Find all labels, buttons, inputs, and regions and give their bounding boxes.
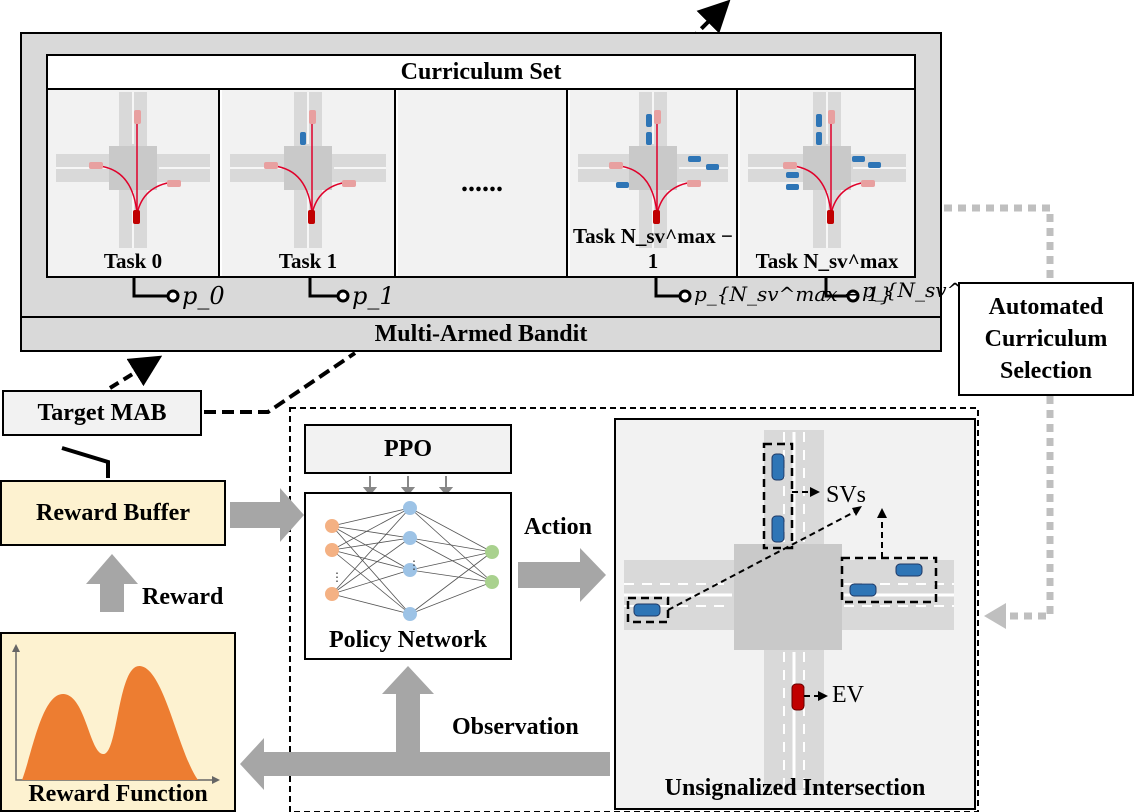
rl-loop-frame <box>289 407 979 812</box>
arrow-reward-up <box>86 554 138 612</box>
dotted-selection-top <box>944 204 1054 282</box>
dashed-connector-mab <box>204 351 357 414</box>
task-ellipsis: ...... <box>461 167 503 198</box>
nn-node <box>403 563 417 577</box>
probability-pn-minus-1: p_{N_sv^max − 1} <box>694 282 893 306</box>
selection-line-1: Automated <box>988 294 1104 320</box>
nn-node <box>403 607 417 621</box>
ppo-box[interactable]: PPO <box>304 424 512 474</box>
policy-network-label: Policy Network <box>329 627 487 653</box>
svg-text:⋮: ⋮ <box>408 558 420 572</box>
curriculum-set-title: Curriculum Set <box>48 56 914 90</box>
nn-node <box>485 545 499 559</box>
dotted-selection-bottom <box>1006 396 1054 620</box>
neural-network-graphic: ⋮ ⋮ <box>325 501 499 621</box>
intersection-graphic <box>624 430 954 790</box>
task-panel-n[interactable]: Task N_sv^max <box>740 90 914 276</box>
ev-label: EV <box>832 682 864 708</box>
selection-line-2: Curriculum <box>984 326 1108 352</box>
ppo-arrows <box>362 476 454 496</box>
task-ellipsis-panel: ...... <box>398 90 568 276</box>
task-label-n-minus-1: Task N_sv^max − 1 <box>573 224 733 273</box>
dashed-arrow-mab-up <box>108 355 163 390</box>
target-mab-box[interactable]: Target MAB <box>2 390 202 436</box>
intersection-panel[interactable]: SVs EV Unsignalized Intersection <box>614 418 976 810</box>
policy-network-box[interactable]: ⋮ ⋮ Policy Network <box>304 492 512 660</box>
action-label: Action <box>524 514 592 540</box>
mini-intersection-1 <box>230 92 386 248</box>
task-panel-n-minus-1[interactable]: Task N_sv^max − 1 <box>570 90 738 276</box>
task-panel-1[interactable]: Task 1 <box>222 90 396 276</box>
dotted-selection-arrowhead <box>984 603 1006 629</box>
multi-armed-bandit-label: Multi-Armed Bandit <box>20 316 942 352</box>
reward-curve <box>22 665 198 780</box>
task-label-0: Task 0 <box>103 249 163 273</box>
arrow-buffer-to-network <box>230 488 304 542</box>
svg-text:⋮: ⋮ <box>331 570 343 584</box>
nn-node <box>325 543 339 557</box>
probability-p0: p_0 <box>182 282 225 310</box>
reward-buffer-box[interactable]: Reward Buffer <box>0 480 226 546</box>
selection-line-3: Selection <box>1000 358 1092 384</box>
reward-function-box[interactable]: Reward Function <box>0 632 236 812</box>
solid-connector-buffer <box>61 446 110 478</box>
task-label-1: Task 1 <box>278 249 338 273</box>
nn-node <box>485 575 499 589</box>
nn-node <box>403 501 417 515</box>
task-panel-0[interactable]: Task 0 <box>48 90 220 276</box>
automated-curriculum-selection-box[interactable]: Automated Curriculum Selection <box>958 282 1134 396</box>
reward-label: Reward <box>142 584 224 610</box>
svs-label: SVs <box>826 482 867 508</box>
nn-node <box>325 519 339 533</box>
task-label-n: Task N_sv^max <box>755 249 899 273</box>
observation-label: Observation <box>452 714 579 740</box>
arrow-observation <box>240 666 610 790</box>
mini-intersection-3 <box>748 92 906 248</box>
mini-intersection-0 <box>56 92 210 248</box>
intersection-title: Unsignalized Intersection <box>664 775 926 801</box>
mini-intersection-2 <box>578 92 728 248</box>
nn-node <box>325 587 339 601</box>
reward-curve-plot <box>12 644 220 784</box>
probability-p1: p_1 <box>352 282 395 310</box>
arrow-action <box>518 548 606 602</box>
nn-node <box>403 531 417 545</box>
reward-function-label: Reward Function <box>28 781 208 807</box>
